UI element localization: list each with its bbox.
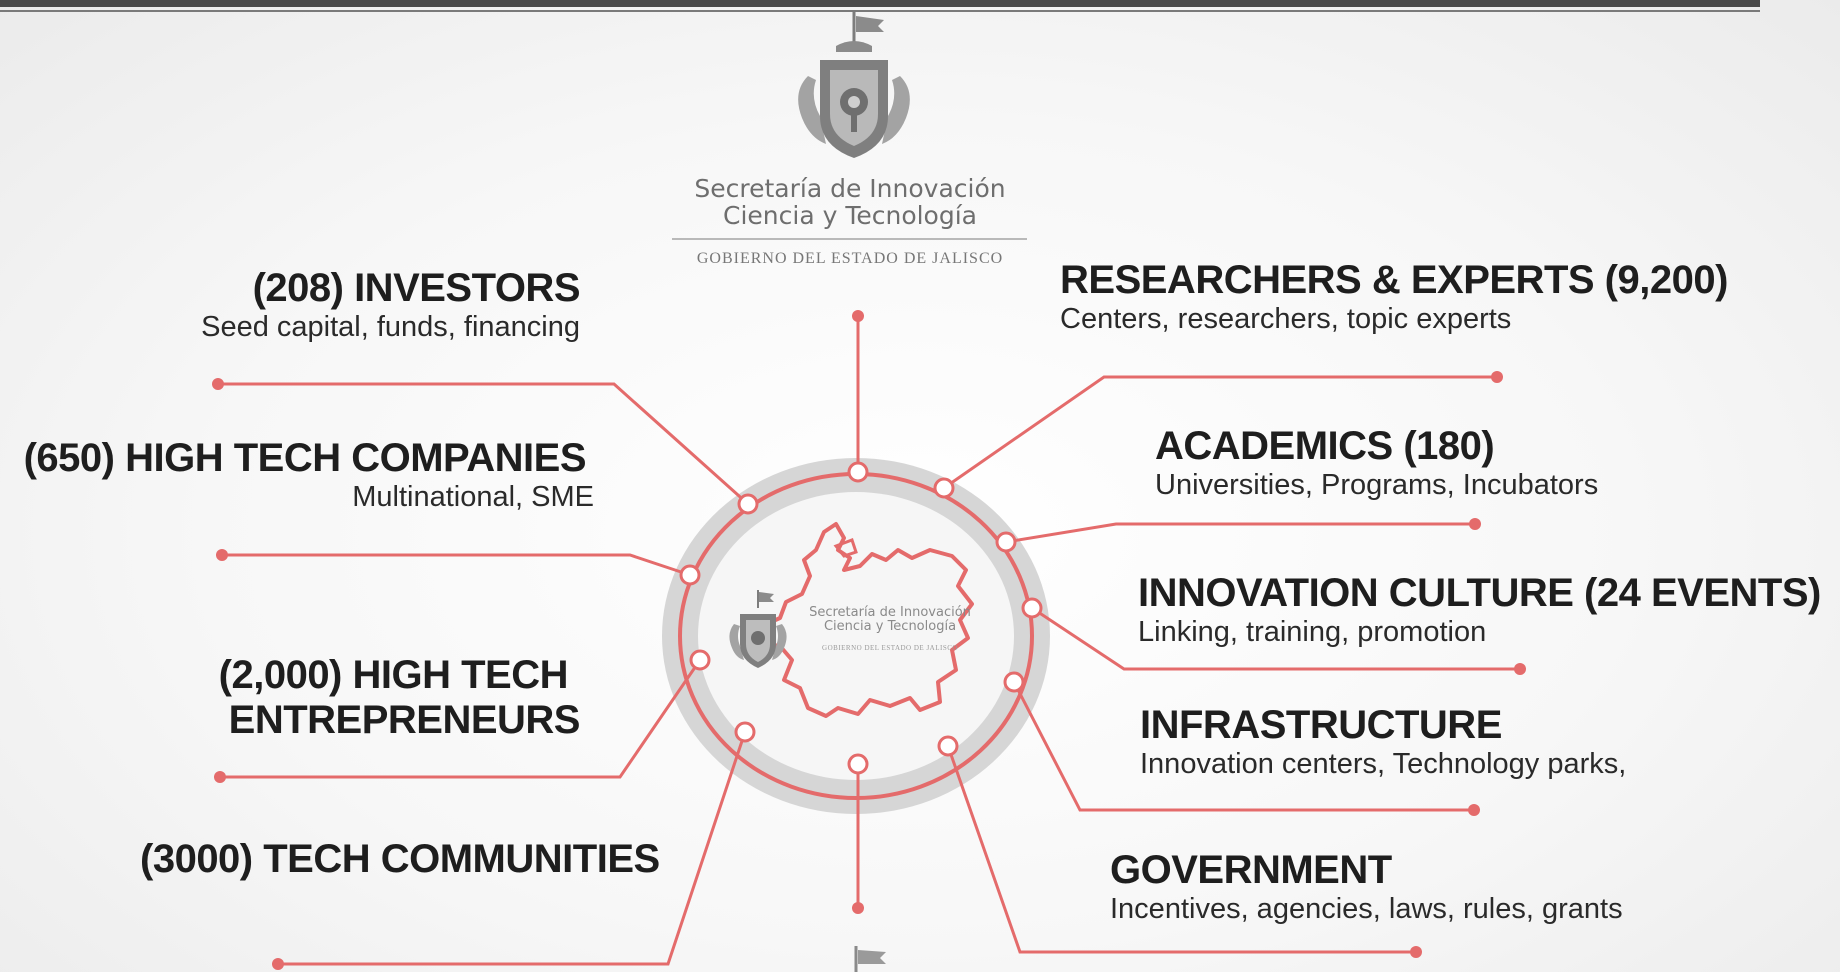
center-org-name: Secretaría de Innovación Ciencia y Tecno…: [800, 605, 980, 635]
node-high-tech-companies-title: (650) HIGH TECH COMPANIES: [23, 436, 587, 480]
org-government: GOBIERNO DEL ESTADO DE JALISCO: [696, 250, 1004, 267]
node-government-subtitle: Incentives, agencies, laws, rules, grant…: [1110, 892, 1623, 925]
node-government-title: GOVERNMENT: [1110, 848, 1392, 892]
node-infrastructure: INFRASTRUCTURE Innovation centers, Techn…: [1140, 703, 1626, 780]
org-name-line1: Secretaría de Innovación: [694, 174, 1006, 203]
node-high-tech-companies: (650) HIGH TECH COMPANIES Multinational,…: [4, 436, 594, 513]
node-high-tech-companies-subtitle: Multinational, SME: [352, 480, 594, 513]
center-org-name-line2: Ciencia y Tecnología: [823, 619, 957, 635]
connector-entrepreneurs: [220, 659, 702, 779]
endpoint-dot: [272, 958, 284, 970]
ring-node: [1021, 597, 1043, 619]
ring-node: [1003, 671, 1025, 693]
node-government: GOVERNMENT Incentives, agencies, laws, r…: [1110, 848, 1623, 925]
node-innovation-culture: INNOVATION CULTURE (24 EVENTS) Linking, …: [1138, 571, 1821, 648]
center-org-name-line1: Secretaría de Innovación: [809, 605, 971, 620]
connectors: [218, 316, 1520, 966]
ring-node: [734, 721, 756, 743]
connector-researchers: [943, 375, 1497, 490]
ring-node: [933, 477, 955, 499]
endpoint-dot: [852, 310, 864, 322]
endpoint-dot: [216, 549, 228, 561]
header-bar: [0, 0, 1760, 7]
node-entrepreneurs: (2,000) HIGH TECH ENTREPRENEURS: [150, 653, 581, 743]
ring-node: [679, 564, 701, 586]
node-investors-title: (208) INVESTORS: [252, 266, 581, 310]
node-entrepreneurs-title-line2: ENTREPRENEURS: [228, 697, 581, 742]
node-academics-title: ACADEMICS (180): [1155, 424, 1495, 468]
center-org-government: GOBIERNO DEL ESTADO DE JALISCO: [822, 644, 958, 652]
node-researchers: RESEARCHERS & EXPERTS (9,200) Centers, r…: [1060, 258, 1728, 335]
connector-infrastructure: [1012, 681, 1474, 812]
endpoint-dot: [212, 378, 224, 390]
small-coat-of-arms-icon: [729, 590, 787, 668]
ring-node: [995, 531, 1017, 553]
endpoint-dot: [1468, 804, 1480, 816]
node-academics-subtitle: Universities, Programs, Incubators: [1155, 468, 1599, 501]
org-name-line2: Ciencia y Tecnología: [723, 201, 977, 230]
node-investors-subtitle: Seed capital, funds, financing: [201, 310, 580, 343]
node-tech-communities-title: (3000) TECH COMMUNITIES: [140, 837, 660, 881]
node-researchers-subtitle: Centers, researchers, topic experts: [1060, 302, 1512, 335]
ring-nodes: [679, 461, 1043, 775]
node-entrepreneurs-title-line1: (2,000) HIGH TECH: [218, 653, 569, 697]
ring-node: [847, 753, 869, 775]
ring-red-track: [678, 472, 1034, 800]
node-researchers-title: RESEARCHERS & EXPERTS (9,200): [1060, 258, 1728, 302]
endpoint-dot: [1410, 946, 1422, 958]
endpoint-dot: [852, 902, 864, 914]
node-infrastructure-title: INFRASTRUCTURE: [1140, 703, 1502, 747]
connector-tech-communities: [278, 731, 747, 966]
node-tech-communities: (3000) TECH COMMUNITIES: [140, 837, 660, 882]
org-divider: [672, 238, 1027, 240]
jalisco-coat-of-arms-icon: [798, 12, 910, 158]
org-name: Secretaría de Innovación Ciencia y Tecno…: [660, 175, 1040, 229]
ring-node: [937, 735, 959, 757]
ring-node: [737, 493, 759, 515]
connector-high-tech-companies: [222, 553, 691, 577]
flag-icon: [854, 946, 886, 972]
endpoint-dot: [1469, 518, 1481, 530]
ring-node: [689, 649, 711, 671]
header-rule: [0, 10, 1760, 12]
node-academics: ACADEMICS (180) Universities, Programs, …: [1155, 424, 1598, 501]
node-infrastructure-subtitle: Innovation centers, Technology parks,: [1140, 747, 1627, 780]
endpoint-dots: [212, 310, 1526, 970]
connector-government: [946, 745, 1416, 954]
connector-innovation-culture: [1031, 606, 1520, 671]
node-innovation-culture-title: INNOVATION CULTURE (24 EVENTS): [1138, 571, 1821, 615]
node-investors: (208) INVESTORS Seed capital, funds, fin…: [150, 266, 580, 343]
endpoint-dot: [1491, 371, 1503, 383]
endpoint-dot: [1514, 663, 1526, 675]
connector-academics: [1005, 522, 1475, 544]
node-innovation-culture-subtitle: Linking, training, promotion: [1138, 615, 1487, 648]
endpoint-dot: [214, 771, 226, 783]
connector-investors: [218, 382, 750, 506]
ring-node: [847, 461, 869, 483]
